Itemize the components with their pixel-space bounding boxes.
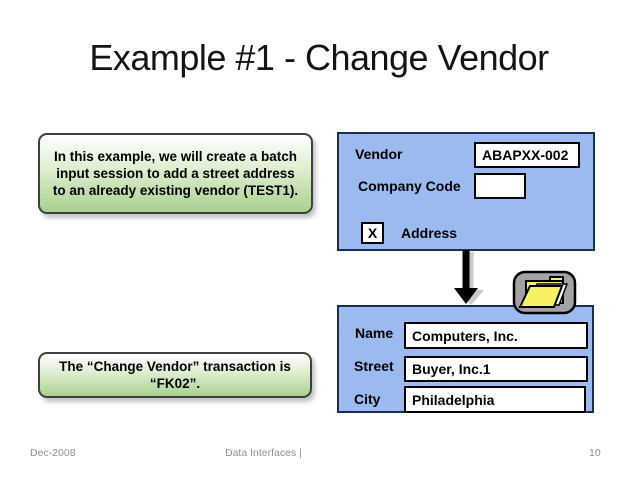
callout-intro: In this example, we will create a batch … xyxy=(38,133,313,214)
name-label: Name xyxy=(355,325,394,341)
vendor-value-field[interactable]: ABAPXX-002 xyxy=(474,142,580,168)
footer-page-number: 10 xyxy=(589,447,601,459)
street-label: Street xyxy=(354,358,394,374)
vendor-panel: Vendor ABAPXX-002 Company Code X Address xyxy=(337,132,595,251)
vendor-label: Vendor xyxy=(355,146,403,162)
address-panel: Name Computers, Inc. Street Buyer, Inc.1… xyxy=(337,305,594,413)
down-arrow-icon xyxy=(454,250,484,305)
footer-title: Data Interfaces | xyxy=(225,447,302,459)
address-checkbox[interactable]: X xyxy=(361,222,384,244)
address-checkbox-mark: X xyxy=(367,225,378,241)
callout-transaction-text: The “Change Vendor” transaction is “FK02… xyxy=(59,359,291,391)
open-folder-icon xyxy=(512,270,577,315)
callout-intro-text: In this example, we will create a batch … xyxy=(52,149,299,198)
city-field-text: Philadelphia xyxy=(412,391,495,408)
footer-date: Dec-2008 xyxy=(30,447,76,459)
city-field[interactable]: Philadelphia xyxy=(404,386,586,413)
company-code-field[interactable] xyxy=(474,173,526,199)
page-title: Example #1 - Change Vendor xyxy=(89,37,549,78)
city-label: City xyxy=(354,391,381,407)
company-code-label: Company Code xyxy=(358,178,461,194)
address-checkbox-label: Address xyxy=(401,225,458,241)
street-field-text: Buyer, Inc.1 xyxy=(412,361,491,377)
name-field-text: Computers, Inc. xyxy=(412,327,518,344)
callout-transaction: The “Change Vendor” transaction is “FK02… xyxy=(38,352,312,398)
name-field[interactable]: Computers, Inc. xyxy=(404,322,588,349)
vendor-value-text: ABAPXX-002 xyxy=(482,147,569,163)
street-field[interactable]: Buyer, Inc.1 xyxy=(404,356,588,382)
